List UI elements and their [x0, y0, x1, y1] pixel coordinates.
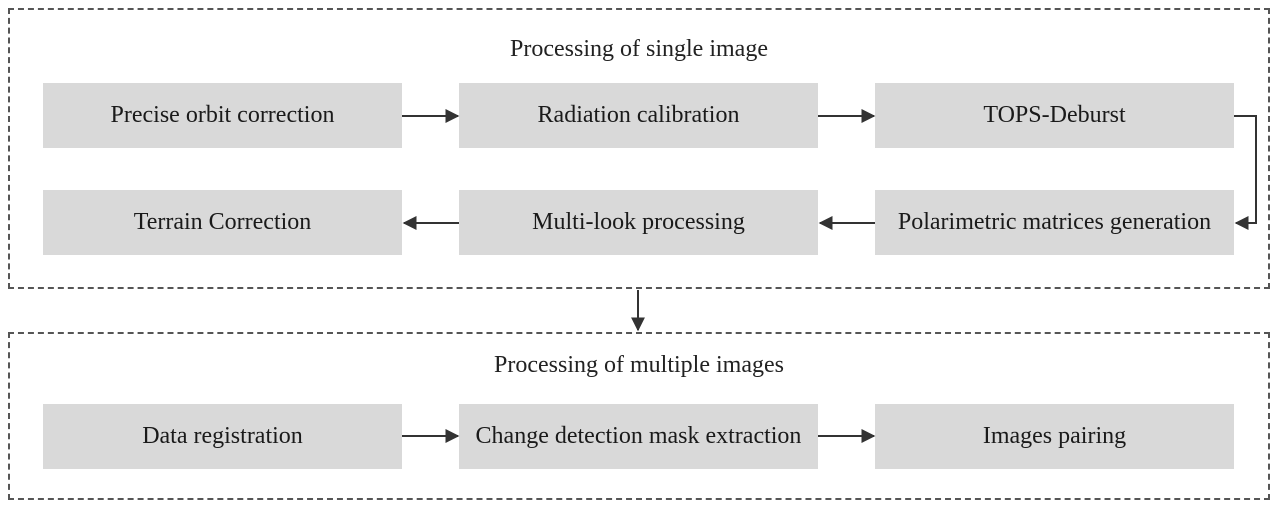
- single-image-group-title: Processing of single image: [510, 36, 768, 62]
- multiple-images-group-title: Processing of multiple images: [494, 352, 784, 378]
- step-images-pairing: Images pairing: [875, 404, 1234, 469]
- step-data-registration: Data registration: [43, 404, 402, 469]
- step-tops-deburst: TOPS-Deburst: [875, 83, 1234, 148]
- step-precise-orbit-correction: Precise orbit correction: [43, 83, 402, 148]
- multiple-images-processing-group: Processing of multiple images: [8, 332, 1270, 500]
- step-terrain-correction: Terrain Correction: [43, 190, 402, 255]
- single-image-processing-group: Processing of single image: [8, 8, 1270, 289]
- step-change-detection-mask-extraction: Change detection mask extraction: [459, 404, 818, 469]
- step-polarimetric-matrices-generation: Polarimetric matrices generation: [875, 190, 1234, 255]
- step-radiation-calibration: Radiation calibration: [459, 83, 818, 148]
- step-multi-look-processing: Multi-look processing: [459, 190, 818, 255]
